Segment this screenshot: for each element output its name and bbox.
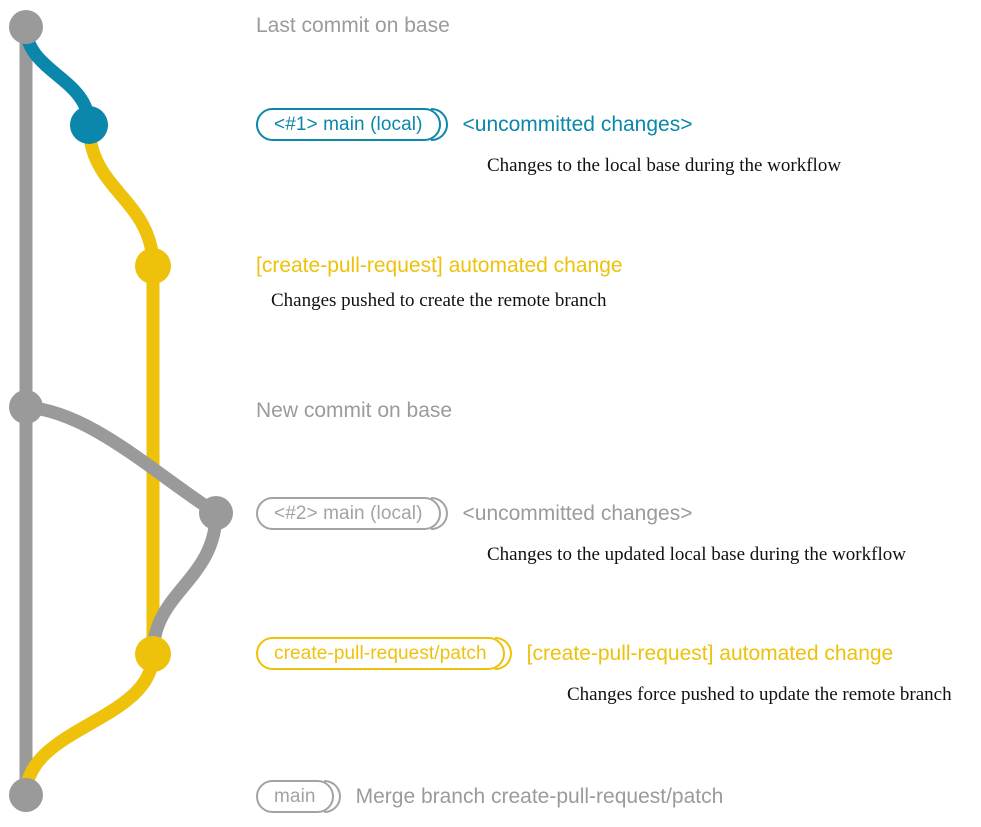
commit-node-base-new[interactable] [9,390,43,424]
row-remote-branch-updated-main: create-pull-request/patch [create-pull-r… [256,637,893,670]
row-local-commit-1-main: <#1> main (local) <uncommitted changes> [256,108,692,141]
commit-message-merge: Merge branch create-pull-request/patch [355,785,724,808]
heading-new-commit-on-base: New commit on base [256,399,453,422]
commit-node-remote-2[interactable] [135,636,171,672]
branch-tag-main-local-1[interactable]: <#1> main (local) [256,108,447,141]
branch-tag-main-local-2[interactable]: <#2> main (local) [256,497,447,530]
commit-node-merge[interactable] [9,778,43,812]
spacer [441,513,463,514]
spacer [505,653,527,654]
spacer [334,796,356,797]
commit-message-local-1: <uncommitted changes> [462,113,693,136]
commit-description-local-2: Changes to the updated local base during… [487,544,906,565]
remote-branch-line [82,118,160,661]
branch-tag-create-pull-request-patch[interactable]: create-pull-request/patch [256,637,512,670]
force-push-line [146,506,223,661]
row-local-commit-1: <#1> main (local) <uncommitted changes> … [256,108,841,175]
commit-message-remote-1: [create-pull-request] automated change [256,254,623,277]
row-remote-branch-updated: create-pull-request/patch [create-pull-r… [256,637,952,704]
commit-message-remote-2: [create-pull-request] automated change [526,642,894,665]
row-local-commit-2: <#2> main (local) <uncommitted changes> … [256,497,906,564]
row-last-commit-on-base: Last commit on base [256,15,450,36]
heading-last-commit-on-base: Last commit on base [256,14,450,37]
row-remote-branch-created: [create-pull-request] automated change C… [256,255,623,310]
updated-local-branch-line [19,400,223,520]
merge-line [19,647,160,802]
row-merge-commit-main: main Merge branch create-pull-request/pa… [256,780,723,813]
commit-description-remote-2: Changes force pushed to update the remot… [567,684,952,705]
row-merge-commit: main Merge branch create-pull-request/pa… [256,780,723,813]
commit-description-local-1: Changes to the local base during the wor… [487,155,842,176]
commit-node-remote-1[interactable] [135,248,171,284]
commit-node-base-top[interactable] [9,10,43,44]
spacer [441,124,463,125]
commit-node-local-2[interactable] [199,496,233,530]
commit-node-local-1[interactable] [70,106,108,144]
commit-description-remote-1: Changes pushed to create the remote bran… [271,290,607,311]
branch-tag-main[interactable]: main [256,780,341,813]
row-local-commit-2-main: <#2> main (local) <uncommitted changes> [256,497,692,530]
commit-message-local-2: <uncommitted changes> [462,502,693,525]
row-new-commit-on-base: New commit on base [256,400,452,421]
